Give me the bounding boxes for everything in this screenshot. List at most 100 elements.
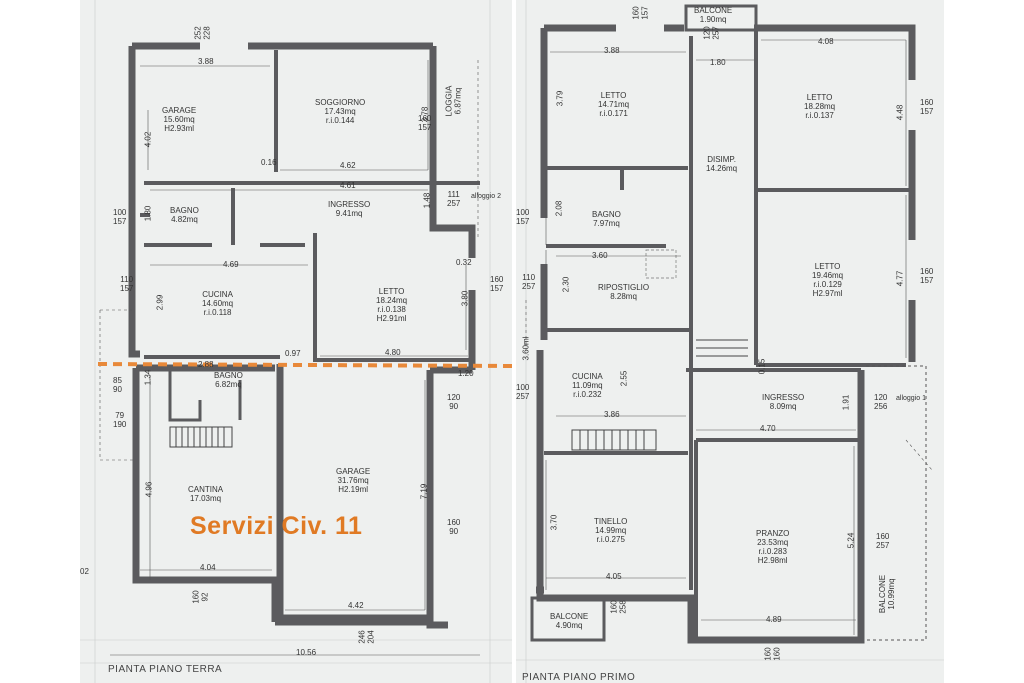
room-area: 4.90mq [555, 621, 583, 630]
dim-label: 2.99 [155, 294, 165, 311]
room-garage-top: GARAGE 15.60mq H2.93ml [162, 106, 196, 133]
dim-label: 1.20 [458, 369, 474, 378]
room-height: H2.98ml [757, 556, 788, 565]
room-balcone-r: BALCONE 10.99mq [878, 575, 896, 613]
room-ri: r.i.0.283 [758, 547, 787, 556]
room-name: BAGNO [214, 371, 243, 380]
room-area: 19.46mq [812, 271, 844, 280]
room-letto-c: LETTO 19.46mq r.i.0.129 H2.97ml [812, 262, 843, 298]
room-name: BALCONE [550, 612, 589, 621]
dim-label: 1.34 [143, 369, 153, 386]
first-floor-walls [516, 0, 944, 683]
room-area: 14.60mq [202, 299, 234, 308]
room-name: LETTO [814, 262, 841, 271]
dim-label: 3.70 [549, 514, 559, 531]
room-area: 6.82mq [215, 380, 242, 389]
room-bagno-top: BAGNO 4.82mq [170, 206, 199, 224]
room-area: 9.41mq [335, 209, 363, 218]
room-height: H2.91ml [376, 314, 407, 323]
dim-label: 3.80 [460, 290, 470, 307]
dim-label: 2.30 [561, 276, 571, 293]
dim-label: 2.88 [198, 360, 214, 369]
dim-label: 4.89 [766, 615, 782, 624]
room-height: H2.97ml [812, 289, 843, 298]
dim-label: 0.16 [261, 158, 277, 167]
dim-label: 1.80 [710, 58, 726, 67]
first-floor-plan: BALCONE 1.90mq LETTO 14.71mq r.i.0.171 L… [516, 0, 944, 683]
room-name: LETTO [600, 91, 627, 100]
dim-label: 3.60ml [521, 336, 531, 361]
dim-label: 1.91 [841, 394, 851, 411]
room-area: 8.09mq [769, 402, 797, 411]
dim-label: 0.32 [456, 258, 472, 267]
dim-label: 0.97 [285, 349, 301, 358]
room-area: 23.53mq [757, 538, 789, 547]
dim-label: 2.08 [554, 200, 564, 217]
room-area: 18.24mq [376, 296, 408, 305]
room-area: 15.60mq [163, 115, 195, 124]
room-name: LETTO [806, 93, 833, 102]
room-area: 10.99mq [887, 578, 897, 610]
room-height: H2.93ml [164, 124, 195, 133]
room-name: BAGNO [170, 206, 199, 215]
room-area: 17.43mq [324, 107, 356, 116]
dim-label: 4.02 [143, 131, 153, 148]
ground-floor-title: PIANTA PIANO TERRA [108, 664, 223, 675]
dim-label: 10.56 [296, 648, 317, 657]
room-name: CUCINA [572, 372, 603, 381]
room-name: LETTO [378, 287, 405, 296]
dim-label: 4.05 [606, 572, 622, 581]
room-balcone-bl: BALCONE 4.90mq [550, 612, 588, 630]
room-balcone-top: BALCONE 1.90mq [694, 6, 732, 24]
room-area: 6.87mq [453, 87, 463, 115]
room-letto-a: LETTO 14.71mq r.i.0.171 [598, 91, 629, 118]
room-name: CANTINA [188, 485, 224, 494]
dim-label: 4.04 [200, 563, 216, 572]
room-garage-low: GARAGE 31.76mq H2.19ml [336, 467, 370, 494]
room-name: CUCINA [202, 290, 233, 299]
room-ri: r.i.0.137 [805, 111, 834, 120]
room-area: 17.03mq [189, 494, 222, 503]
room-area: 31.76mq [337, 476, 369, 485]
room-name: INGRESSO [328, 200, 371, 209]
alloggio-label: alloggio 2 [471, 193, 501, 200]
dim-label: 1.48 [422, 192, 432, 209]
room-name: GARAGE [162, 106, 197, 115]
room-area: 8.28mq [610, 292, 637, 301]
dim-label: 3.79 [555, 90, 565, 107]
room-name: BALCONE [694, 6, 733, 15]
room-cucina: CUCINA 14.60mq r.i.0.118 [202, 290, 233, 317]
room-name: BALCONE [878, 574, 888, 614]
room-letto: LETTO 18.24mq r.i.0.138 H2.91ml [376, 287, 407, 323]
dim-label: 4.42 [348, 601, 364, 610]
servizi-civ-label: Servizi Civ. 11 [190, 512, 363, 540]
room-height: H2.19ml [338, 485, 369, 494]
dim-label: 5.24 [846, 532, 856, 549]
room-ri: r.i.0.232 [573, 390, 602, 399]
room-name: PRANZO [756, 529, 790, 538]
room-area: 7.97mq [593, 219, 620, 228]
room-ri: r.i.0.138 [377, 305, 406, 314]
room-area: 1.90mq [699, 15, 727, 24]
room-name: GARAGE [336, 467, 371, 476]
room-name: DISIMP. [707, 155, 736, 164]
dim-label: 4.80 [385, 348, 401, 357]
room-pranzo: PRANZO 23.53mq r.i.0.283 H2.98ml [756, 529, 789, 565]
dim-label: 1.80 [143, 205, 153, 222]
room-ripostiglio: RIPOSTIGLIO 8.28mq [598, 283, 649, 301]
